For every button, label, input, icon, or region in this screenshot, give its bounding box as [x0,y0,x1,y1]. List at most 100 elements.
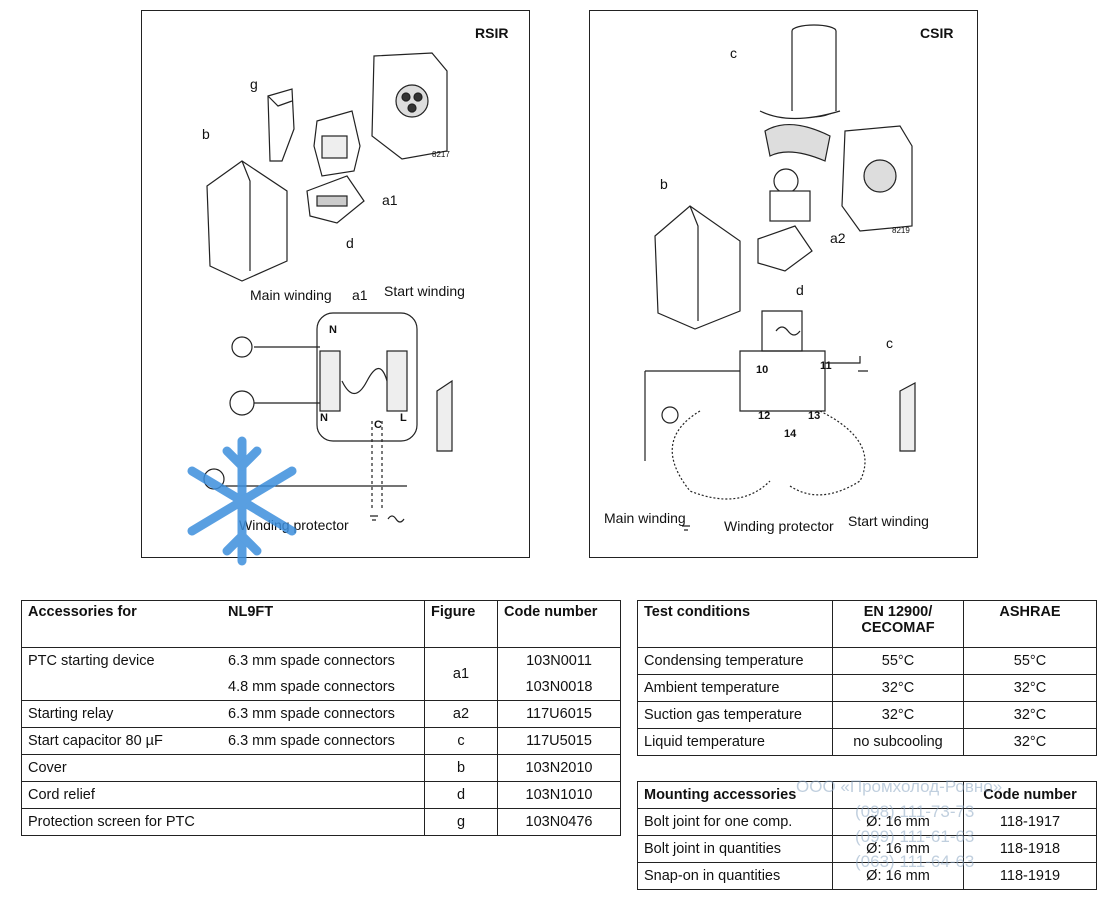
label-code: 8219 [892,226,910,235]
rsir-diagram: g b a1 d 8217 Main winding a1 Start wind… [202,52,465,533]
header-model: NL9FT [222,600,425,648]
label-b: b [660,176,668,192]
label-c: c [730,45,737,61]
code-cell: 103N0476 [497,808,621,836]
header-en12900: EN 12900/ CECOMAF [832,600,964,648]
watermark-phone-3: (063) 111-64-63 [855,852,975,871]
mounting-dim: Ø: 16 mm [832,862,964,890]
figure-cell: g [424,808,498,836]
table-row: Condensing temperature 55°C 55°C [637,647,1097,675]
en-value: 32°C [832,674,964,702]
condition-label: Ambient temperature [637,674,833,702]
item-cell: Cover [21,754,222,782]
table-row: 4.8 mm spade connectors 103N0018 [21,674,621,701]
en-value: 32°C [832,701,964,729]
csir-circuit [644,310,916,531]
header-en-line2: CECOMAF [861,620,935,636]
label-main-winding: Main winding [250,287,332,303]
mounting-accessories-table: Mounting accessories Code number Bolt jo… [637,781,1097,890]
label-14: 14 [784,428,797,440]
table-row: PTC starting device 6.3 mm spade connect… [21,647,621,701]
label-g: g [250,76,258,92]
code-cell: 103N2010 [497,754,621,782]
item-cell: Starting relay [21,700,222,728]
ashrae-value: 32°C [963,701,1097,729]
rsir-labels: g b a1 d 8217 Main winding a1 Start wind… [202,76,465,533]
table-row: Bolt joint for one comp. Ø: 16 mm 118-19… [637,808,1097,836]
label-c-capacitor: c [886,335,893,351]
label-c: C [374,419,382,431]
relay-illustration [769,168,811,222]
code-cell: 103N1010 [497,781,621,809]
item-cell: Protection screen for PTC [21,808,222,836]
rsir-circuit [203,312,453,511]
table-row: Starting relay 6.3 mm spade connectors a… [21,700,621,728]
terminal-box-illustration [841,125,913,232]
ashrae-value: 32°C [963,728,1097,756]
protection-screen-illustration [267,88,295,162]
header-code-number: Code number [963,781,1097,809]
item-cell [21,674,222,701]
watermark-company: ООО «Промхолод-Ровно» [796,777,1003,796]
table-row: Ambient temperature 32°C 32°C [637,674,1097,702]
spec-cell [222,754,425,782]
code-cell: 117U6015 [497,700,621,728]
label-a1-circuit: a1 [352,287,368,303]
figure-cell: b [424,754,498,782]
figure-cell: a2 [424,700,498,728]
spec-cell: 4.8 mm spade connectors [222,674,425,701]
test-conditions-table: Test conditions EN 12900/ CECOMAF ASHRAE… [637,600,1097,756]
csir-labels: c b a2 d 8219 c 10 11 12 13 14 Main wind… [604,45,929,534]
label-12: 12 [758,410,770,422]
ashrae-value: 55°C [963,647,1097,675]
ground-symbol [370,515,405,523]
table-row: Protection screen for PTC g 103N0476 [21,808,621,836]
label-winding-protector: Winding protector [724,518,834,534]
condition-label: Liquid temperature [637,728,833,756]
label-a1: a1 [382,192,398,208]
condition-label: Suction gas temperature [637,701,833,729]
spec-cell: 6.3 mm spade connectors [222,727,425,755]
label-main-winding: Main winding [604,510,686,526]
item-cell: PTC starting device [21,647,222,674]
header-accessories-for: Accessories for [21,600,222,648]
label-code: 8217 [432,150,450,159]
mounting-label: Bolt joint in quantities [637,835,833,863]
rsir-title: RSIR [475,25,509,41]
header-mounting-accessories: Mounting accessories [637,781,833,809]
label-d: d [346,235,354,251]
table-row: Start capacitor 80 µF 6.3 mm spade conne… [21,727,621,755]
code-cell: 103N0011 [497,647,621,674]
table-row: Snap-on in quantities Ø: 16 mm 118-1919 [637,862,1097,890]
rsir-panel: RSIR [141,10,530,566]
label-l: L [400,412,407,424]
csir-title: CSIR [920,25,954,41]
label-n-top: N [329,324,337,336]
table-row: Bolt joint in quantities Ø: 16 mm 118-19… [637,835,1097,863]
header-test-conditions: Test conditions [637,600,833,648]
mounting-code: 118-1919 [963,862,1097,890]
mounting-code: 118-1917 [963,808,1097,836]
table-row: Liquid temperature no subcooling 32°C [637,728,1097,756]
mounting-label: Bolt joint for one comp. [637,808,833,836]
en-value: 55°C [832,647,964,675]
spec-cell [222,808,425,836]
figure-cell: a1 [424,647,498,701]
label-11: 11 [820,360,832,372]
cord-relief-illustration [757,225,813,272]
watermark-phone-2: (099) 111-61-63 [855,827,975,846]
cord-relief-illustration [306,175,365,224]
en-value: no subcooling [832,728,964,756]
csir-panel: CSIR [589,10,978,558]
mounting-label: Snap-on in quantities [637,862,833,890]
table-row: Suction gas temperature 32°C 32°C [637,701,1097,729]
label-b: b [202,126,210,142]
table-row: Cover b 103N2010 [21,754,621,782]
accessories-table: Accessories for NL9FT Figure Code number… [21,600,621,836]
terminal-box-illustration [371,52,448,160]
code-cell: 103N0018 [497,674,621,701]
mounting-code: 118-1918 [963,835,1097,863]
item-cell: Cord relief [21,781,222,809]
header-en-line1: EN 12900/ [863,604,933,620]
header-code-number: Code number [497,600,621,648]
